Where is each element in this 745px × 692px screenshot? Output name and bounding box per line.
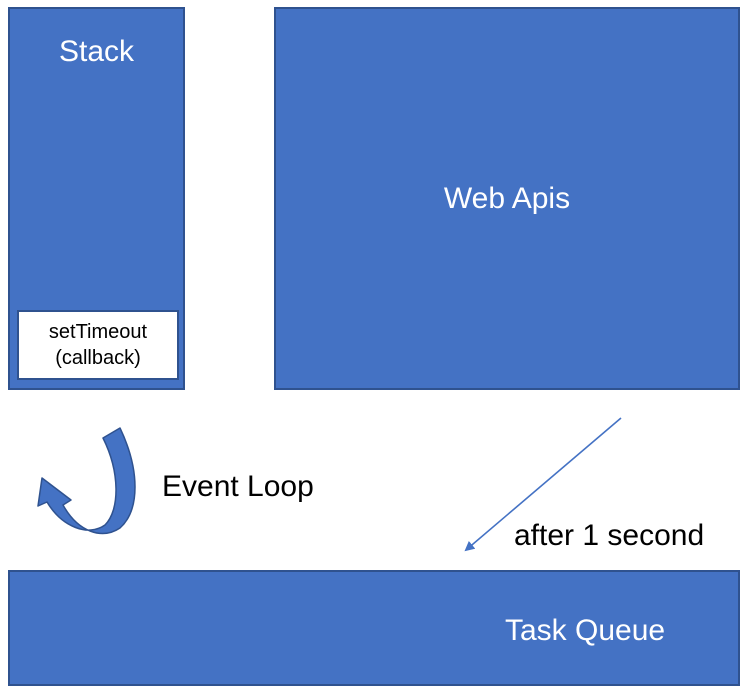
web-apis-title: Web Apis bbox=[443, 182, 571, 215]
stack-title: Stack bbox=[58, 35, 135, 68]
stack-frame-line2: (callback) bbox=[55, 347, 141, 369]
task-queue-box: Task Queue bbox=[8, 570, 740, 686]
diagonal-arrow-icon bbox=[464, 417, 622, 552]
task-queue-title: Task Queue bbox=[505, 614, 666, 647]
stack-box: Stack setTimeout (callback) bbox=[8, 7, 185, 390]
event-loop-label: Event Loop bbox=[162, 470, 314, 503]
timer-arrow-label: after 1 second bbox=[514, 519, 705, 552]
web-apis-box: Web Apis bbox=[274, 7, 740, 390]
stack-frame-line1: setTimeout bbox=[48, 321, 148, 343]
curved-arrow-icon bbox=[37, 427, 136, 535]
stack-frame-settimeout: setTimeout (callback) bbox=[17, 310, 179, 380]
